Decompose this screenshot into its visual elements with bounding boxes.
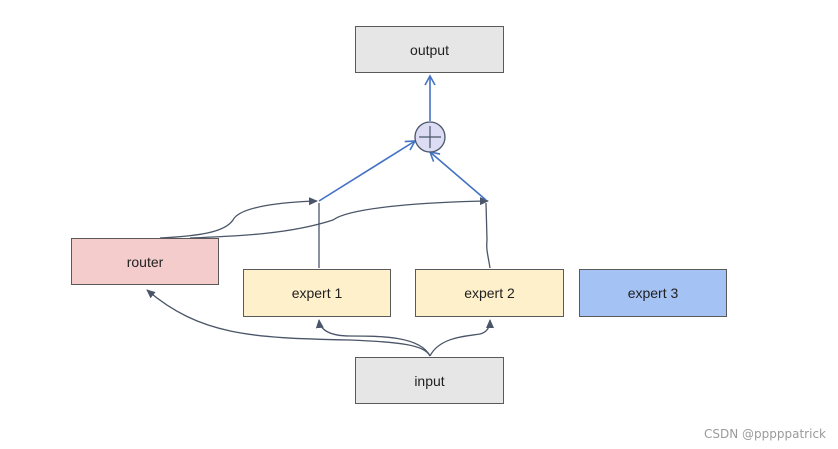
- expert-3-label: expert 3: [627, 285, 679, 301]
- expert-1-node: expert 1: [243, 269, 391, 317]
- output-node: output: [355, 26, 504, 73]
- input-to-expert1-arrow: [315, 319, 431, 357]
- input-to-router-arrow: [146, 289, 431, 357]
- input-to-expert2-arrow: [429, 319, 494, 357]
- circle-plus-icon: [414, 121, 446, 153]
- router-to-expert2-gate-arrow: [189, 197, 489, 239]
- expert2-to-sum-arrow: [428, 150, 487, 201]
- expert1-to-sum-arrow: [318, 140, 417, 202]
- expert-1-label: expert 1: [291, 285, 343, 301]
- router-to-expert1-gate-arrow: [159, 197, 318, 239]
- router-node: router: [71, 238, 219, 285]
- router-label: router: [126, 253, 164, 270]
- expert-2-label: expert 2: [464, 285, 515, 301]
- watermark: CSDN @pppppatrick: [704, 427, 826, 441]
- expert-3-node: expert 3: [579, 269, 727, 317]
- output-label: output: [410, 41, 449, 58]
- expert2-up-line: [485, 202, 491, 269]
- input-node: input: [355, 357, 504, 404]
- input-label: input: [414, 372, 445, 389]
- expert-2-node: expert 2: [415, 269, 564, 317]
